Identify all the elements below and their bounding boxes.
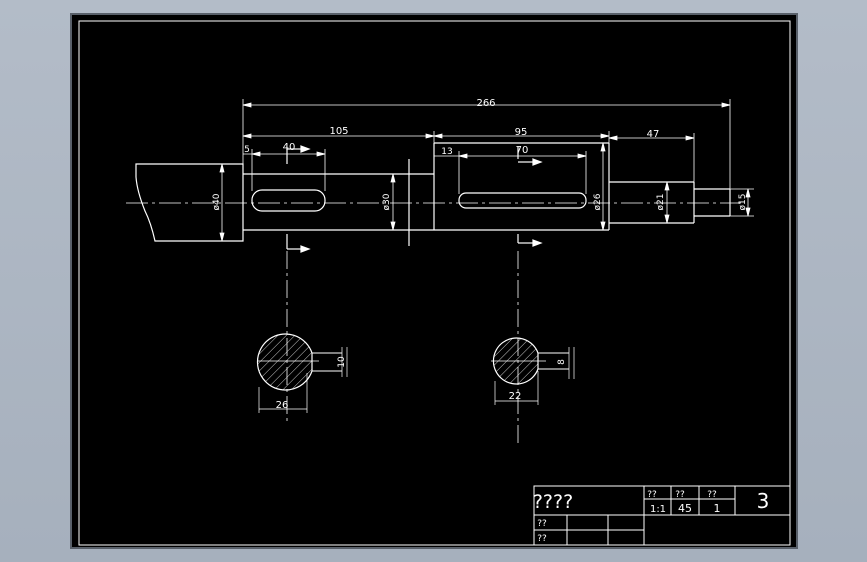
title-block-title: ???? — [533, 491, 573, 513]
sheet-border — [78, 20, 791, 546]
dim-5: 5 — [244, 145, 250, 155]
section-markers — [286, 145, 543, 253]
dim-dia-15: ø15 — [738, 194, 748, 211]
title-block — [533, 485, 791, 546]
dim-sec2-8: 8 — [557, 359, 567, 365]
dimension-lines — [219, 99, 754, 242]
title-block-sheet-no: 3 — [757, 489, 770, 513]
shaft-outline — [135, 142, 731, 242]
dim-47: 47 — [647, 129, 660, 140]
dim-266: 266 — [476, 98, 495, 109]
dim-dia-26: ø26 — [593, 193, 603, 210]
title-block-qty: 1 — [714, 502, 721, 515]
title-block-row2-label: ?? — [537, 519, 547, 529]
title-block-label-a: ?? — [647, 490, 657, 500]
dim-sec1-26: 26 — [276, 400, 289, 411]
dim-dia-40: ø40 — [212, 193, 222, 210]
title-block-label-b: ?? — [675, 490, 685, 500]
dim-105: 105 — [329, 126, 348, 137]
dim-95: 95 — [515, 127, 528, 138]
section-view-2 — [491, 337, 575, 405]
title-block-row3-label: ?? — [537, 534, 547, 544]
dim-sec2-22: 22 — [509, 391, 522, 402]
dim-dia-30: ø30 — [382, 193, 392, 210]
shaft-drawing: 266 105 95 47 5 40 13 70 ø40 ø30 ø26 ø21… — [78, 20, 791, 546]
title-block-label-c: ?? — [707, 490, 717, 500]
dim-sec1-10: 10 — [337, 356, 347, 368]
section-center-lines — [286, 251, 519, 443]
dim-13: 13 — [441, 147, 452, 157]
title-block-scale: 1:1 — [650, 504, 666, 515]
dim-70: 70 — [516, 145, 529, 156]
section-view-1 — [256, 333, 348, 413]
title-block-material: 45 — [678, 502, 692, 515]
dim-40: 40 — [283, 142, 296, 153]
drawing-sheet: 266 105 95 47 5 40 13 70 ø40 ø30 ø26 ø21… — [70, 13, 798, 549]
dim-dia-21: ø21 — [656, 194, 666, 211]
